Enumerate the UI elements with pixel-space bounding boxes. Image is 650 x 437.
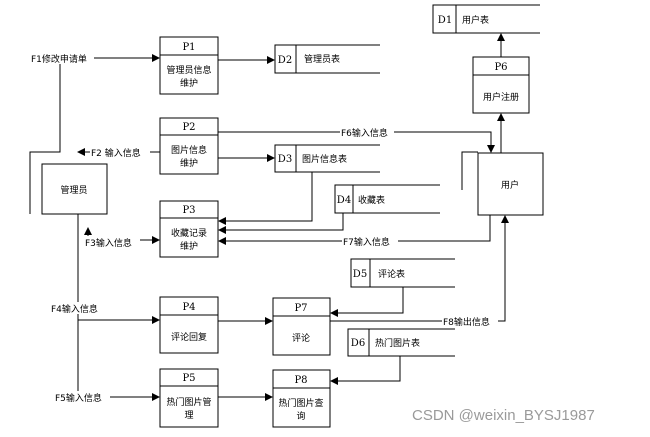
- process-p2-label: 图片信息: [171, 144, 207, 156]
- process-p4: P4 评论回复: [159, 296, 219, 354]
- flow-line-admin-bus: [29, 58, 61, 214]
- store-d1: D1 用户表: [432, 4, 540, 34]
- flow-f6-arrow: [218, 131, 495, 153]
- process-p3: P3 收藏记录 维护: [159, 200, 219, 258]
- store-d4-label: 收藏表: [358, 194, 385, 206]
- store-d6-label: 热门图片表: [375, 337, 420, 349]
- process-p2-label-2: 维护: [180, 157, 198, 169]
- store-d2: D2 管理员表: [274, 44, 380, 74]
- process-p3-label-2: 维护: [180, 240, 198, 252]
- process-p4-id: P4: [182, 302, 195, 313]
- process-p1-label-2: 维护: [180, 77, 198, 89]
- flow-f7-arrow: [218, 215, 491, 245]
- process-p8-id: P8: [294, 375, 307, 386]
- process-p2-id: P2: [182, 122, 195, 133]
- process-p1-label: 管理员信息: [166, 64, 211, 76]
- process-p7: P7 评论: [272, 297, 331, 356]
- process-p7-id: P7: [294, 303, 307, 314]
- process-p8-label: 热门图片查: [278, 397, 323, 409]
- store-d2-label: 管理员表: [304, 53, 340, 65]
- flow-d3-p3-arrow: [218, 172, 313, 225]
- store-d3-id: D3: [278, 154, 292, 165]
- process-p8: P8 热门图片查 询: [272, 369, 331, 428]
- entity-admin: 管理员: [41, 163, 108, 215]
- flow-f6-label: F6输入信息: [341, 127, 388, 139]
- watermark: CSDN @weixin_BYSJ1987: [412, 407, 595, 424]
- store-d5-label: 评论表: [378, 268, 405, 280]
- process-p1: P1 管理员信息 维护: [159, 36, 219, 95]
- process-p5-label: 热门图片管: [166, 396, 211, 408]
- process-p5: P5 热门图片管 理: [159, 368, 219, 428]
- process-p7-label: 评论: [292, 332, 310, 344]
- process-p5-label-2: 理: [184, 410, 193, 421]
- flow-line-user-bracket: [461, 151, 478, 190]
- store-d3-label: 图片信息表: [302, 153, 347, 165]
- store-d6: D6 热门图片表: [347, 328, 455, 357]
- store-d5-id: D5: [353, 269, 367, 280]
- process-p8-label-2: 询: [296, 410, 305, 422]
- process-p6-id: P6: [494, 62, 507, 73]
- store-d3: D3 图片信息表: [274, 144, 380, 173]
- process-p1-id: P1: [182, 42, 195, 53]
- store-d6-id: D6: [351, 338, 365, 349]
- flow-f7-label: F7输入信息: [343, 236, 390, 248]
- store-d4-id: D4: [337, 195, 351, 206]
- flow-f8-arrow: [330, 215, 509, 322]
- process-p3-id: P3: [182, 205, 195, 216]
- process-p6: P6 用户注册: [472, 56, 530, 114]
- entity-admin-label: 管理员: [60, 184, 87, 196]
- flow-d5-p7-arrow: [330, 287, 404, 317]
- flow-f3-label: F3输入信息: [85, 237, 132, 249]
- flow-f4-label: F4输入信息: [51, 303, 98, 315]
- store-d5: D5 评论表: [350, 258, 455, 288]
- store-d1-label: 用户表: [462, 14, 489, 26]
- process-p4-label: 评论回复: [171, 331, 207, 343]
- flow-f5-label: F5输入信息: [55, 392, 102, 404]
- process-p3-label: 收藏记录: [171, 227, 207, 239]
- store-d4: D4 收藏表: [334, 184, 440, 214]
- process-p6-label: 用户注册: [483, 91, 519, 103]
- entity-user: 用户: [477, 152, 544, 216]
- flow-f8-label: F8输出信息: [443, 316, 490, 328]
- entity-user-label: 用户: [501, 179, 519, 191]
- process-p5-id: P5: [182, 373, 195, 384]
- process-p2: P2 图片信息 维护: [159, 117, 219, 175]
- flow-f1-label: F1修改申请单: [31, 53, 87, 65]
- flow-d4-p3-arrow: [218, 213, 344, 234]
- store-d2-id: D2: [278, 55, 292, 66]
- store-d1-id: D1: [438, 15, 452, 26]
- flow-f2-label: F2 输入信息: [91, 147, 141, 159]
- flow-d6-p8-arrow: [330, 356, 401, 385]
